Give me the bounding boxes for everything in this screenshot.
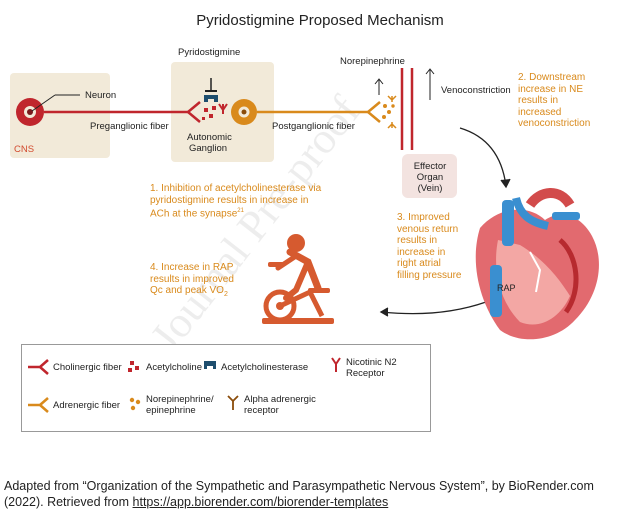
step2-line-5: venoconstriction [518, 118, 591, 129]
step3-line-4: increase in [397, 246, 446, 258]
pyridostigmine-label: Pyridostigmine [178, 47, 241, 58]
legend-symbols [28, 357, 341, 413]
step1-line-3: ACh at the synapse21 [150, 206, 321, 220]
step2-note: 2. Downstream increase in NE results in … [518, 72, 590, 130]
legend-acetylcholine: Acetylcholine [146, 362, 202, 373]
legend-nicotinic-2: Receptor [346, 368, 385, 379]
norepinephrine-label: Norepinephrine [340, 56, 405, 67]
legend-acetylcholinesterase: Acetylcholinesterase [221, 362, 309, 373]
legend-alpha-2: receptor [244, 405, 279, 416]
acetylcholinesterase-symbol [204, 361, 216, 369]
step1-line-2: pyridostigmine results in increase in [150, 194, 309, 206]
step1-line-1: 1. Inhibition of acetylcholinesterase vi… [150, 183, 322, 194]
nicotinic-receptor-symbol [331, 357, 341, 372]
legend-cholinergic: Cholinergic fiber [53, 362, 122, 373]
diagram-title: Pyridostigmine Proposed Mechanism [196, 12, 444, 29]
effector-organ-box [402, 154, 457, 198]
legend-adrenergic: Adrenergic fiber [53, 400, 121, 411]
arrow-organ-to-heart [459, 127, 507, 187]
preganglionic-label: Preganglionic fiber [90, 121, 169, 132]
caption-line-1: Adapted from “Organization of the Sympat… [4, 479, 594, 493]
rap-label: RAP [497, 283, 516, 293]
cholinergic-terminal [187, 101, 201, 123]
step2-line-2: increase in NE [518, 83, 584, 95]
norepinephrine-symbol [129, 397, 141, 411]
norepinephrine-molecules [382, 104, 395, 119]
cholinergic-fiber-symbol [28, 359, 49, 375]
step4-line-1: 4. Increase in RAP [150, 262, 234, 273]
step2-line-3: results in [518, 95, 559, 106]
neuron-label: Neuron [85, 90, 117, 101]
effector-label-3: (Vein) [417, 183, 443, 194]
step4-note: 4. Increase in RAP results in improved Q… [150, 262, 234, 301]
postganglionic-label: Postganglionic fiber [272, 121, 355, 132]
step3-line-1: 3. Improved [397, 212, 450, 223]
step3-note: 3. Improved venous return results in inc… [397, 212, 461, 281]
arrow-heart-to-exercise [381, 301, 487, 315]
step2-line-1: 2. Downstream [518, 72, 586, 83]
legend: Cholinergic fiber Acetylcholine Acetylch… [21, 344, 431, 432]
step1-citation: 21 [237, 208, 244, 214]
step4-line-3-text: Qc and peak VO [150, 285, 224, 296]
step4-line-3: Qc and peak VO2 [150, 285, 234, 301]
acetylcholine-molecules [202, 106, 216, 120]
step4-line-2: results in improved [150, 273, 234, 285]
cns-label: CNS [14, 144, 35, 155]
effector-label-1: Effector [413, 161, 447, 172]
nicotinic-receptor [218, 103, 228, 114]
exercise-bike-icon [262, 234, 334, 324]
adrenergic-fiber-symbol [28, 397, 49, 413]
alpha-receptor-bottom [387, 122, 397, 129]
step4-subscript: 2 [223, 291, 228, 298]
step3-line-2: venous return [397, 223, 459, 235]
acetylcholinesterase-enzyme [204, 95, 218, 102]
step3-line-3: results in [397, 235, 438, 246]
effector-label-2: Organ [416, 172, 444, 183]
caption-prefix: (2022). Retrieved from [4, 495, 133, 509]
step3-line-5: right atrial [397, 258, 441, 269]
legend-norepinephrine-2: epinephrine [146, 405, 196, 416]
venoconstriction-label: Venoconstriction [441, 85, 511, 96]
legend-alpha-1: Alpha adrenergic [244, 394, 316, 405]
ganglion-label-2: Ganglion [189, 143, 228, 154]
acetylcholine-symbol [128, 361, 139, 372]
heart-illustration [475, 188, 599, 340]
legend-nicotinic-1: Nicotinic N2 [346, 357, 397, 368]
neuron-pointer [31, 94, 56, 112]
step2-line-4: increased [518, 106, 562, 118]
legend-norepinephrine-1: Norepinephrine/ [146, 394, 214, 405]
up-arrow-venoconstriction [425, 68, 435, 100]
caption-line-2: (2022). Retrieved from https://app.biore… [4, 494, 636, 510]
alpha-receptor-symbol [227, 395, 239, 410]
step3-line-6: filling pressure [397, 269, 462, 281]
step1-note: 1. Inhibition of acetylcholinesterase vi… [150, 183, 321, 220]
adrenergic-terminal [367, 101, 381, 123]
biorender-link[interactable]: https://app.biorender.com/biorender-temp… [132, 495, 389, 509]
step1-line-3-text: ACh at the synapse [150, 208, 238, 220]
figure-caption: Adapted from “Organization of the Sympat… [4, 478, 636, 510]
up-arrow-ne [374, 78, 384, 95]
alpha-receptor-top [387, 95, 397, 102]
ganglion-label-1: Autonomic [187, 132, 232, 143]
